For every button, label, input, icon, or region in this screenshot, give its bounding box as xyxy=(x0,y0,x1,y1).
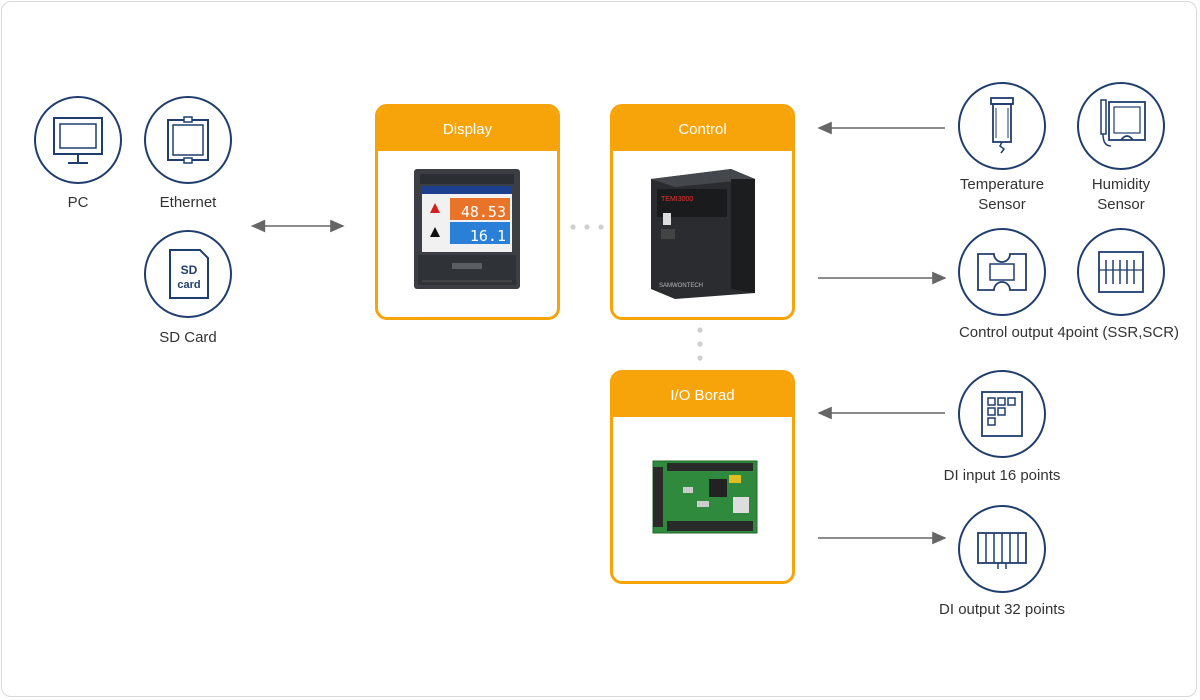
sd-card-icon-text-top: SD xyxy=(181,263,198,277)
scr-output xyxy=(1077,228,1165,316)
ssr-icon xyxy=(977,253,1027,291)
temperature-sensor xyxy=(958,82,1046,170)
scr-icon xyxy=(1098,251,1144,293)
monitor-icon xyxy=(53,117,103,164)
pc-device xyxy=(34,96,122,184)
io-board-image xyxy=(652,460,758,534)
di-output-label: DI output 32 points xyxy=(939,601,1065,618)
ethernet-label: Ethernet xyxy=(159,194,217,211)
display-screen-value-2: 16.1 xyxy=(470,227,506,245)
control-device-image: TEMI3000 SAMWONTECH xyxy=(651,169,755,299)
io-board-box-title: I/O Borad xyxy=(613,373,792,417)
di-output xyxy=(958,505,1046,593)
di-input-icon xyxy=(981,391,1023,437)
display-device-image: 48.53 16.1 xyxy=(414,169,520,289)
control-brand-text: TEMI3000 xyxy=(661,196,693,203)
control-maker-text: SAMWONTECH xyxy=(659,283,703,289)
sd-card-device: SD card xyxy=(144,230,232,318)
humidity-sensor-icon xyxy=(1100,99,1146,147)
pc-label: PC xyxy=(67,194,89,211)
display-box: Display 48.53 16.1 xyxy=(375,104,560,320)
ssr-output xyxy=(958,228,1046,316)
ethernet-device xyxy=(144,96,232,184)
display-screen-value-1: 48.53 xyxy=(461,203,506,221)
control-box-title: Control xyxy=(613,107,792,151)
sd-card-icon: SD card xyxy=(169,249,209,299)
humidity-sensor xyxy=(1077,82,1165,170)
io-board-box: I/O Borad xyxy=(610,370,795,584)
di-output-icon xyxy=(977,532,1027,569)
di-input xyxy=(958,370,1046,458)
temperature-sensor-label-line2: Sensor xyxy=(978,196,1026,213)
temperature-sensor-label-line1: Temperature xyxy=(959,176,1045,193)
humidity-sensor-label-line2: Sensor xyxy=(1097,196,1145,213)
temperature-sensor-label: Temperature Sensor xyxy=(938,175,1066,215)
sd-card-label: SD Card xyxy=(159,329,217,346)
sd-card-icon-text-bottom: card xyxy=(177,279,200,291)
humidity-sensor-label-line1: Humidity xyxy=(1091,176,1151,193)
ethernet-icon xyxy=(167,116,209,164)
control-box: Control TEMI3000 SAMWONTECH xyxy=(610,104,795,320)
humidity-sensor-label: Humidity Sensor xyxy=(1061,175,1181,215)
display-box-title: Display xyxy=(378,107,557,151)
di-input-label: DI input 16 points xyxy=(943,467,1061,484)
control-output-label: Control output 4point (SSR,SCR) xyxy=(958,324,1180,341)
temperature-sensor-icon xyxy=(990,97,1014,154)
